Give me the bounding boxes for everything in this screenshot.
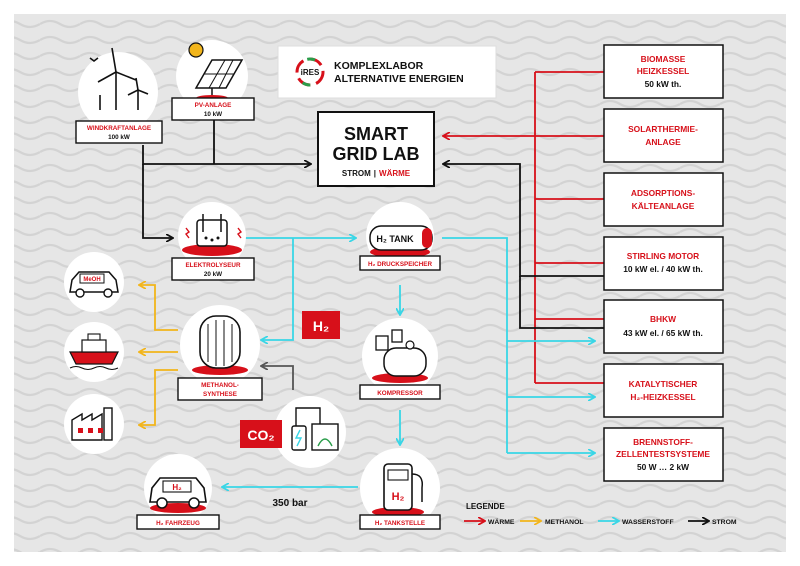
box-line2: HEIZKESSEL [637,66,690,76]
methanol-flows [140,285,178,425]
wind-turbine-icon [89,47,149,110]
hydrogen-flows [223,238,594,487]
co2-source: CO₂ [240,396,346,468]
separator: | [374,169,376,178]
logo-line2: ALTERNATIVE ENERGIEN [334,73,464,85]
methanol-label1: METHANOL- [201,382,239,389]
co2-badge-text: CO₂ [247,427,274,443]
meoh-text: MeOH [83,277,100,283]
node-h2-fahrzeug: H₂ H₂ FAHRZEUG [136,454,220,530]
node-factory [64,394,124,454]
box-value: 43 kW el. / 65 kW th. [623,328,703,338]
compressor-icon [372,329,428,383]
co2-badge [240,420,282,448]
factory-icon [71,407,113,441]
box-biomasse: BIOMASSE HEIZKESSEL 50 kW th. [603,44,724,99]
box-value: 10 kW el. / 40 kW th. [623,264,703,274]
node-meoh-car: MeOH [64,252,124,312]
box-value: 50 W … 2 kW [637,462,689,472]
node-pv-anlage: PV-ANLAGE 10 kW [171,40,255,121]
box-adsorption: ADSORPTIONS- KÄLTEANLAGE [603,172,724,227]
node-kompressor: KOMPRESSOR [359,318,441,400]
pv-label: PV-ANLAGE [195,102,232,109]
box-line2: KÄLTEANLAGE [632,201,695,211]
fuel-pump-icon: H₂ [372,463,424,517]
smart-grid-subtitle: STROM|WÄRME [342,169,411,178]
node-methanol-synthese: METHANOL- SYNTHESE [177,305,263,401]
smart-grid-title-line2: GRID LAB [333,144,420,164]
right-boxes: BIOMASSE HEIZKESSEL 50 kW th. SOLARTHERM… [603,44,724,482]
box-line1: KATALYTISCHER [629,379,698,389]
box-stirling: STIRLING MOTOR 10 kW el. / 40 kW th. [603,236,724,291]
waerme-label: WÄRME [379,169,411,178]
box-bhkw: BHKW 43 kW el. / 65 kW th. [603,299,724,354]
smart-grid-title-line1: SMART [344,124,408,144]
legend-item-wasserstoff: WASSERSTOFF [598,519,674,526]
plant-icon [295,407,339,451]
box-katalytisch: KATALYTISCHER H₂-HEIZKESSEL [603,363,724,418]
legend-label: STROM [712,519,737,526]
node-h2-druckspeicher: H₂ TANK H₂ DRUCKSPEICHER [359,202,441,271]
box-brennstoffzelle: BRENNSTOFF- ZELLENTESTSYSTEME 50 W … 2 k… [603,427,724,482]
pv-value: 10 kW [204,111,222,118]
car-icon: H₂ [149,477,207,513]
box-line1: ADSORPTIONS- [631,188,695,198]
pump-text: H₂ [392,491,405,503]
elektrolyseur-label: ELEKTROLYSEUR [185,262,241,269]
legend-label: WÄRME [488,518,515,526]
smart-grid-lab-box: SMART GRID LAB STROM|WÄRME [317,111,435,187]
logo-box: iRES KOMPLEXLABOR ALTERNATIVE ENERGIEN [277,45,497,99]
heat-flows [444,71,604,384]
ship-icon [69,333,119,371]
electrolyzer-icon [182,214,243,256]
strom-label: STROM [342,169,371,178]
legend-label: METHANOL [545,519,584,526]
legend-item-methanol: METHANOL [520,519,584,526]
tank-text: H₂ TANK [376,234,414,244]
kompressor-label: KOMPRESSOR [377,390,423,397]
node-h2-tankstelle: H₂ H₂ TANKSTELLE [359,448,441,530]
fahrzeug-label: H₂ FAHRZEUG [156,520,200,527]
legend-title: LEGENDE [466,502,505,511]
node-elektrolyseur: ELEKTROLYSEUR 20 kW [171,202,255,281]
pressure-label: 350 bar [272,498,307,509]
box-line2: ZELLENTESTSYSTEME [616,449,710,459]
battery-icon [291,425,307,451]
box-line1: BRENNSTOFF- [633,437,693,447]
box-line1: SOLARTHERMIE- [628,124,698,134]
node-windkraftanlage: WINDKRAFTANLAGE 100 kW [75,47,163,144]
h2-badge-text: H₂ [313,318,329,334]
power-flows [142,120,604,329]
wind-label: WINDKRAFTANLAGE [87,125,151,132]
box-line1: BIOMASSE [641,54,686,64]
elektrolyseur-value: 20 kW [204,271,222,278]
box-line1: STIRLING MOTOR [627,251,699,261]
hydrogen-tank-icon: H₂ TANK [369,225,433,258]
wind-value: 100 kW [108,134,130,141]
tankstelle-label: H₂ TANKSTELLE [375,520,425,527]
box-line2: ANLAGE [645,137,681,147]
logo-mark: iRES [301,68,320,77]
car-text: H₂ [172,483,182,492]
box-line2: H₂-HEIZKESSEL [630,392,695,402]
methanol-label2: SYNTHESE [203,391,237,398]
reactor-icon [192,315,248,375]
box-solarthermie: SOLARTHERMIE- ANLAGE [603,108,724,163]
legend-item-waerme: WÄRME [464,518,515,526]
h2-badge: H₂ [302,311,340,339]
h2-druckspeicher-label: H₂ DRUCKSPEICHER [368,261,432,268]
box-value: 50 kW th. [645,79,682,89]
legend-item-strom: STROM [688,519,737,526]
node-ship [64,322,124,382]
co2-flow [262,366,294,390]
logo-line1: KOMPLEXLABOR [334,60,424,72]
legend-label: WASSERSTOFF [622,519,674,526]
legend: LEGENDE WÄRME METHANOL WASSERSTOFF STROM [464,502,737,526]
car-icon: MeOH [69,271,119,298]
box-line1: BHKW [650,314,676,324]
